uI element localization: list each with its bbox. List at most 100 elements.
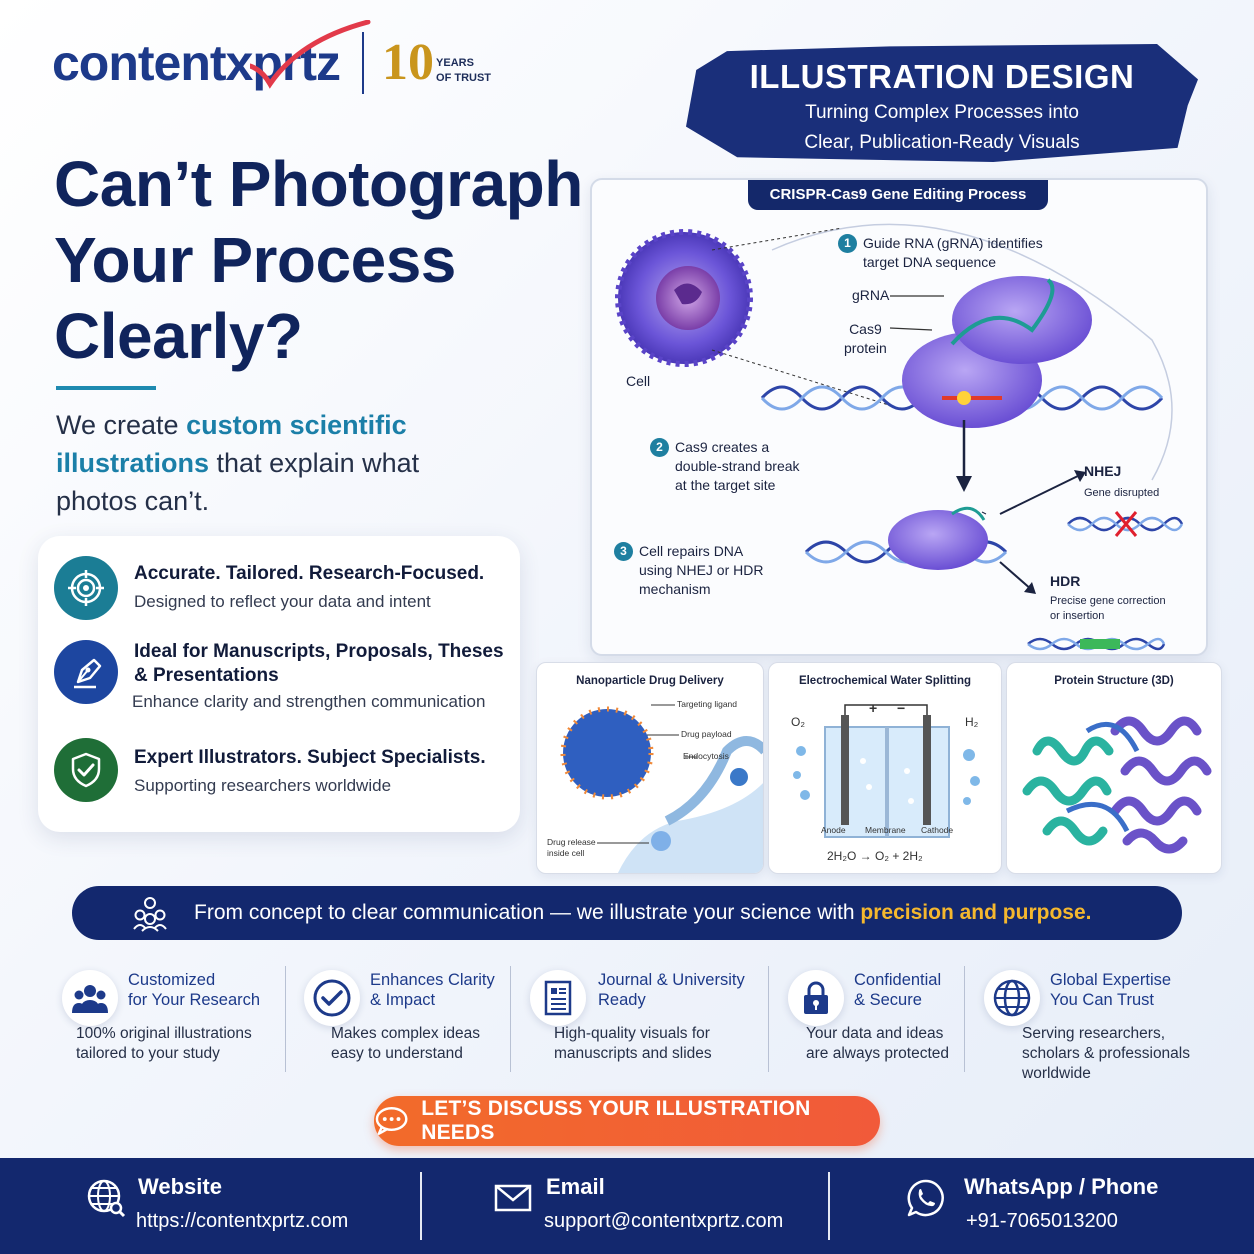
grna-label: gRNA [852, 287, 890, 303]
label-release-a: Drug release [547, 837, 596, 847]
feature-desc: Supporting researchers worldwide [134, 776, 392, 795]
benefit-desc-2: are always protected [806, 1045, 950, 1062]
intro-b: that explain what photos can’t. [56, 448, 420, 516]
team-icon [133, 897, 167, 932]
tagline-text: From concept to clear communication — we… [194, 901, 1091, 925]
benefit-title-1: Customized [128, 971, 216, 989]
benefit-desc: Your data and ideas are always protected [806, 1024, 949, 1064]
brand-name-a: content [52, 35, 227, 91]
feature-title: Expert Illustrators. Subject Specialists… [134, 747, 486, 768]
dna-repair-icon [804, 506, 1008, 570]
nhej-dna-icon [1067, 511, 1184, 537]
label-endocytosis: Endocytosis [683, 751, 729, 761]
feature-item-ideal: Ideal for Manuscripts, Proposals, Theses… [54, 640, 514, 704]
intro-text: We create custom scientific illustration… [56, 406, 476, 520]
step-text: Guide RNA (gRNA) identifies [863, 235, 1043, 251]
label-targeting: Targeting ligand [677, 699, 738, 709]
intro-highlight: custom scientific illustrations [56, 410, 407, 478]
divider [285, 966, 286, 1072]
globe-icon [984, 970, 1040, 1026]
benefit-desc-2: scholars & professionals [1022, 1045, 1190, 1062]
panel-title: Electrochemical Water Splitting [798, 675, 972, 687]
benefit-desc: Serving researchers,scholars & professio… [1022, 1024, 1190, 1084]
step-text: double-strand break [675, 458, 800, 474]
panel-protein: Protein Structure (3D) [1006, 662, 1222, 874]
benefit-desc-1: Your data and ideas [806, 1025, 944, 1042]
hdr-sub-1: Precise gene correction [1050, 595, 1166, 607]
years-label: YEARS [436, 57, 474, 69]
brand-name: contentxprtz [52, 20, 371, 92]
intro-a: We create [56, 410, 187, 440]
crispr-illustration: CRISPR-Cas9 Gene Editing Process [590, 178, 1208, 656]
nanoparticle-icon [560, 704, 763, 873]
cta-button[interactable]: LET’S DISCUSS YOUR ILLUSTRATION NEEDS [374, 1096, 880, 1146]
tagline-strip: From concept to clear communication — we… [72, 886, 1182, 940]
cell-label: Cell [626, 373, 651, 389]
crispr-diagram [615, 223, 1184, 651]
label-release-b: inside cell [547, 848, 585, 858]
pen-icon [54, 640, 118, 704]
whatsapp-icon [907, 1179, 944, 1217]
benefit-title-1: Enhances Clarity [370, 971, 495, 989]
feature-title: Ideal for Manuscripts, Proposals, Theses… [134, 641, 504, 686]
step-text: Cell repairs DNA [639, 543, 744, 559]
lock-icon [788, 970, 844, 1026]
headline-line-2: Your Process [54, 224, 456, 296]
benefit-desc-3: worldwide [1022, 1065, 1091, 1082]
hdr-label: HDR [1050, 573, 1081, 589]
shield-check-icon [54, 738, 118, 802]
document-icon [530, 970, 586, 1026]
panel-water-splitting: Electrochemical Water Splitting O₂ H₂ + … [768, 662, 1002, 874]
footer-divider [828, 1172, 830, 1240]
equation: 2H₂O → O₂ + 2H₂ [827, 849, 923, 863]
tagline-main: From concept to clear communication — we… [194, 901, 861, 924]
footer-website-url[interactable]: https://contentxprtz.com [136, 1210, 349, 1232]
footer: Website https://contentxprtz.com Email s… [0, 1158, 1254, 1254]
cas9-label-b: protein [844, 340, 887, 356]
protein-ribbon-icon [1022, 716, 1212, 854]
checkmark-swoosh-icon [250, 20, 371, 89]
benefit-title-2: Ready [598, 991, 646, 1009]
divider [510, 966, 511, 1072]
target-icon [54, 556, 118, 620]
benefit-title-1: Confidential [854, 971, 942, 989]
step-number: 2 [650, 438, 669, 457]
step-text: mechanism [639, 581, 711, 597]
years-label-2: OF TRUST [436, 72, 492, 84]
benefit-title-2: for Your Research [128, 991, 261, 1009]
footer-phone-number[interactable]: +91-7065013200 [966, 1210, 1118, 1232]
step-text: Cas9 creates a [675, 439, 770, 455]
step-text: target DNA sequence [863, 254, 997, 270]
headline: Can’t Photograph Your Process Clearly? [54, 146, 594, 374]
benefit-clarity: Enhances Clarity& Impact Makes complex i… [304, 966, 504, 1076]
label-minus: − [897, 700, 906, 716]
benefit-desc-2: tailored to your study [76, 1045, 220, 1062]
panel-nanoparticle: Nanoparticle Drug Delivery Targeting lig… [536, 662, 764, 874]
headline-line-1: Can’t Photograph [54, 148, 583, 220]
brand-logo: contentxprtz 10 YEARS OF TRUST [52, 20, 492, 98]
label-o2: O₂ [791, 715, 805, 729]
footer-email-address[interactable]: support@contentxprtz.com [544, 1210, 784, 1232]
cell-icon [615, 229, 753, 367]
label-membrane: Membrane [865, 825, 906, 835]
label-h2: H₂ [965, 715, 979, 729]
years-number: 10 [382, 34, 435, 91]
divider [768, 966, 769, 1072]
banner-subtitle-2: Clear, Publication-Ready Visuals [804, 132, 1080, 153]
check-circle-icon [304, 970, 360, 1026]
users-icon [62, 970, 118, 1026]
benefit-title-2: & Secure [854, 991, 922, 1009]
cta-label: LET’S DISCUSS YOUR ILLUSTRATION NEEDS [421, 1097, 811, 1144]
banner-subtitle-1: Turning Complex Processes into [805, 102, 1079, 123]
cas9-protein-icon [902, 276, 1092, 428]
